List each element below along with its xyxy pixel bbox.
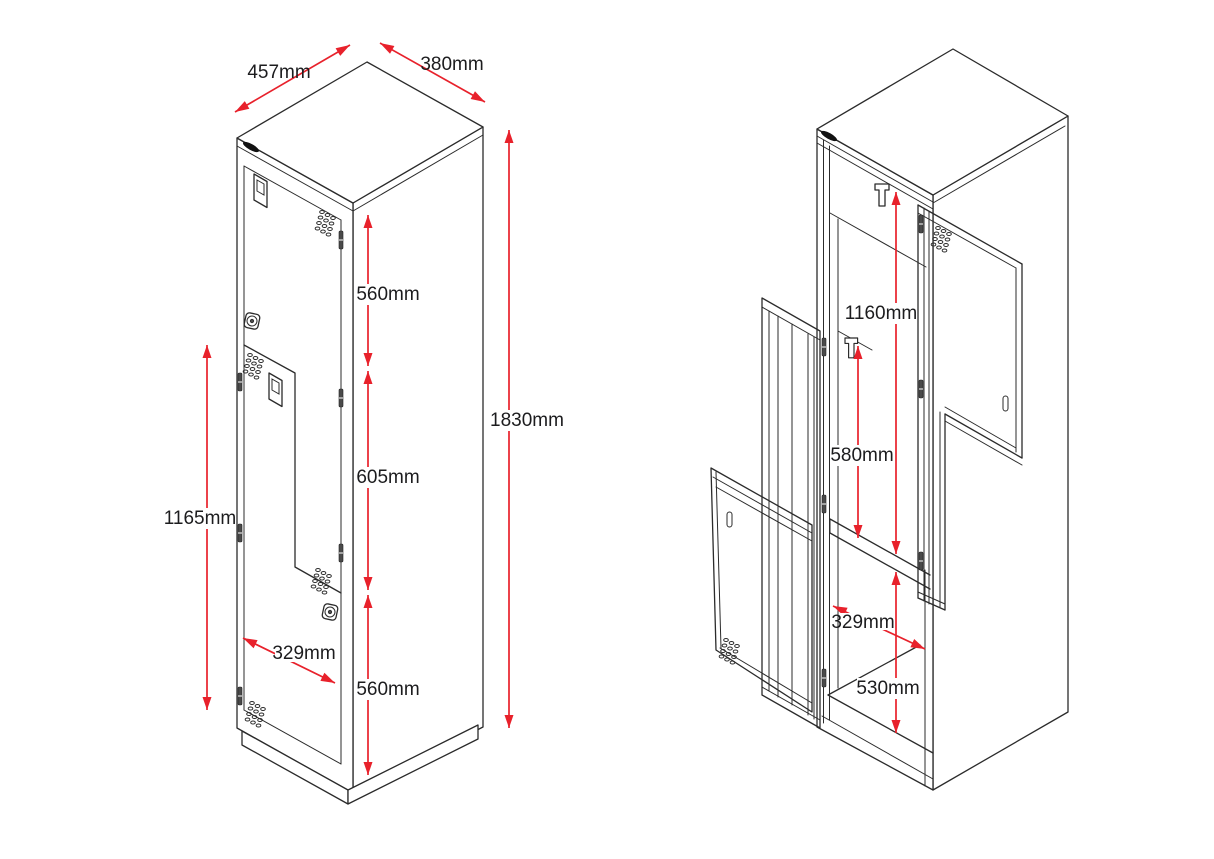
dim-upper-door-label: 560mm — [356, 284, 419, 305]
dim-lower-compartment-label: 530mm — [856, 678, 919, 699]
dim-overall-height-label: 1830mm — [490, 410, 564, 431]
dim-upper-compartment-label: 1160mm — [845, 303, 918, 324]
dim-hanging-height: 580mm — [830, 346, 894, 538]
dim-lower-door-label: 1165mm — [164, 508, 237, 529]
door-handle-slot — [726, 511, 733, 528]
hinge-icon — [338, 230, 344, 250]
dim-top-width: 457mm — [234, 44, 351, 113]
dim-door-width: 329mm — [242, 637, 336, 684]
lower-door-open — [710, 297, 821, 729]
dim-top-depth-label: 380mm — [420, 54, 483, 75]
cabinet-body-open — [816, 48, 1069, 791]
dim-lower-door-height: 1165mm — [164, 345, 237, 710]
hinge-icon — [237, 372, 243, 392]
cabinet-top-face — [816, 48, 1069, 196]
hinge-icon — [821, 337, 827, 357]
hinge-icon — [821, 668, 827, 688]
lower-door-panel — [710, 467, 813, 713]
z-doors — [237, 165, 344, 765]
dim-middle-section-label: 605mm — [356, 467, 419, 488]
cabinet-interior — [821, 183, 934, 787]
interior-floor — [821, 644, 934, 780]
shelf — [829, 518, 931, 590]
door-handle-slot — [1002, 395, 1009, 412]
hinge-icon — [237, 523, 243, 543]
z-door-split-line — [243, 344, 342, 594]
plinth-side — [347, 724, 479, 805]
vent-holes-door — [718, 638, 740, 665]
hinge-icon — [237, 686, 243, 706]
hinge-icon — [918, 551, 924, 571]
open-locker-view: 1160mm 580mm 329mm 530mm — [710, 48, 1069, 791]
dim-door-width-label: 329mm — [272, 643, 335, 664]
hinge-icon — [821, 494, 827, 514]
dim-upper-compartment-height: 1160mm — [845, 192, 918, 554]
hinge-icon — [338, 388, 344, 408]
dim-lower-section-label: 560mm — [356, 679, 419, 700]
dim-lower-section-height: 560mm — [356, 595, 420, 775]
brand-label — [820, 130, 838, 142]
dim-middle-section-height: 605mm — [356, 371, 420, 590]
dim-hanging-height-label: 580mm — [830, 445, 893, 466]
dim-overall-height: 1830mm — [490, 130, 564, 728]
hinge-icon — [918, 379, 924, 399]
upper-door-open — [917, 204, 1023, 611]
dim-upper-door-height: 560mm — [356, 215, 420, 366]
dim-top-depth: 380mm — [379, 42, 486, 103]
dim-internal-width: 329mm — [831, 605, 926, 650]
dim-top-width-label: 457mm — [247, 62, 310, 83]
hinge-icon — [338, 543, 344, 563]
hinge-icon — [918, 214, 924, 234]
lock-icon-upper — [242, 311, 262, 331]
dim-lower-compartment-height: 530mm — [856, 572, 920, 733]
lock-icon-lower — [320, 602, 340, 622]
cabinet-top-face — [236, 61, 484, 204]
dim-internal-width-label: 329mm — [831, 612, 894, 633]
closed-locker-view: 457mm 380mm 560mm 605mm 560mm — [164, 42, 564, 805]
lower-door-strip — [761, 297, 821, 729]
brand-label — [242, 141, 260, 153]
